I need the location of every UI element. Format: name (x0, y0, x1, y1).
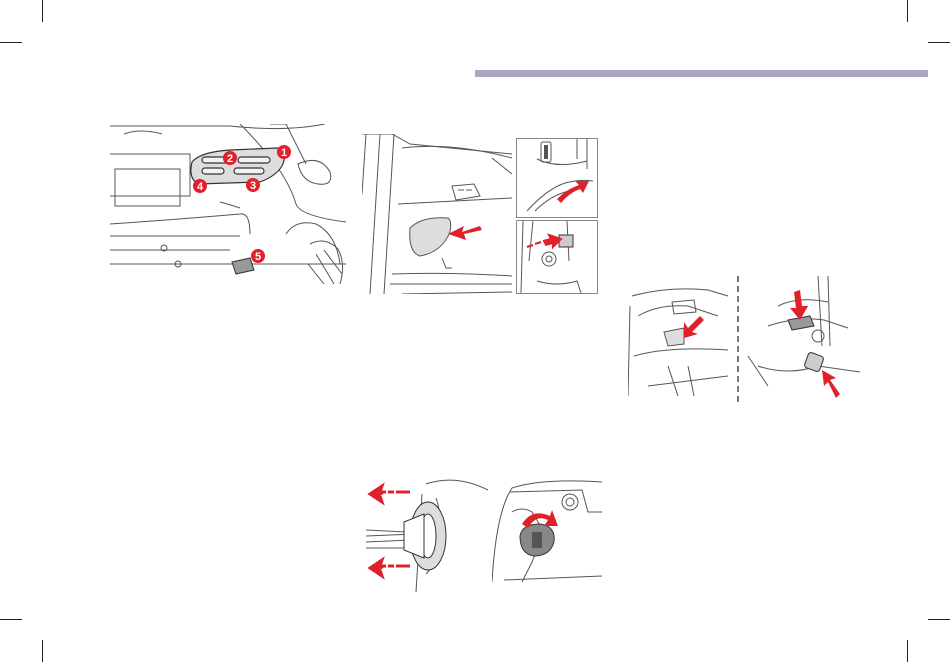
crop-mark (907, 640, 908, 662)
access-panel (664, 328, 684, 346)
figure-bulb-rotate (492, 472, 602, 594)
crop-mark (0, 619, 22, 620)
figure-rear-lamps: 1 2 3 4 5 (110, 124, 346, 284)
callout-label: 5 (255, 251, 261, 263)
callout-label: 4 (197, 181, 204, 193)
figure-inset-clip (516, 220, 598, 294)
red-dashed-arrow (527, 235, 561, 247)
callout-badge: 1 (277, 145, 291, 159)
crop-mark (928, 42, 950, 43)
red-arrow (822, 370, 840, 398)
callout-badge: 3 (246, 178, 260, 192)
figure-bulb-pull (366, 474, 488, 592)
red-dashed-arrow (370, 486, 410, 502)
red-arrow (684, 316, 704, 338)
figure-boot-panel (362, 134, 512, 294)
callout-badge: 2 (223, 151, 237, 165)
crop-mark (0, 42, 22, 43)
red-arrow (790, 290, 808, 320)
access-panel (410, 218, 451, 256)
crop-mark (42, 0, 43, 22)
callout-label: 1 (281, 147, 287, 159)
red-dashed-arrow (370, 560, 410, 576)
figure-boot-side (628, 276, 860, 406)
callout-badge: 4 (193, 179, 207, 193)
connector-clip (559, 235, 573, 247)
section-header-bar (475, 70, 928, 77)
crop-mark (42, 640, 43, 662)
callout-label: 2 (227, 153, 233, 165)
red-arrow (448, 226, 482, 240)
reverse-lamp (232, 258, 254, 274)
callout-badge: 5 (251, 249, 265, 263)
callout-label: 3 (250, 180, 256, 192)
figure-inset-lever (516, 138, 598, 218)
crop-mark (907, 0, 908, 22)
crop-mark (928, 619, 950, 620)
rear-lamp-cluster (191, 148, 284, 184)
